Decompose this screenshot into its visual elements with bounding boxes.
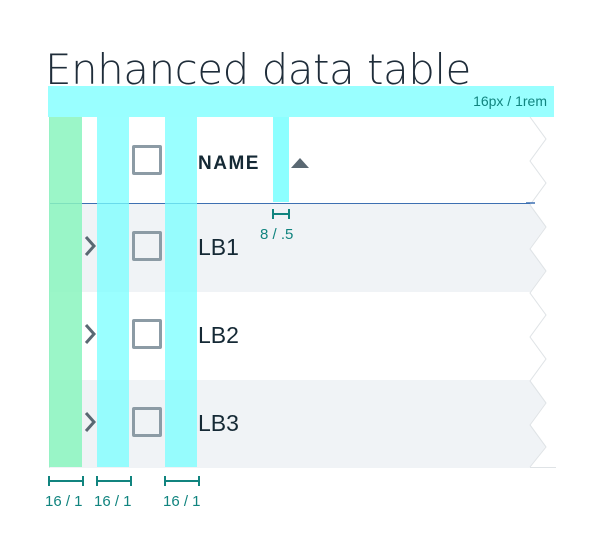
row-checkbox[interactable] (132, 407, 162, 437)
gutter-highlight-sort (273, 117, 289, 202)
row-name-cell: LB3 (198, 410, 239, 436)
row-name-cell: LB2 (198, 322, 239, 348)
column-header-name[interactable]: NAME (198, 153, 260, 174)
data-table: NAME LB1 LB2 LB3 (49, 117, 556, 468)
gutter-1-label: 16 / 1 (45, 493, 83, 510)
measure-gutter-2 (96, 476, 132, 486)
chevron-right-icon[interactable] (83, 234, 97, 258)
table-truncation-edge (526, 117, 547, 468)
diagram-title: Enhanced data table (45, 45, 471, 94)
row-checkbox[interactable] (132, 319, 162, 349)
gutter-highlight-chevron-checkbox (97, 117, 129, 467)
chevron-right-icon[interactable] (83, 322, 97, 346)
measure-sort-gap (272, 209, 290, 219)
chevron-right-icon[interactable] (83, 410, 97, 434)
sort-gap-label: 8 / .5 (260, 226, 294, 243)
measure-gutter-3 (164, 476, 200, 486)
table-row: LB3 (50, 380, 530, 468)
table-row: LB2 (50, 292, 530, 380)
select-all-checkbox[interactable] (132, 145, 162, 175)
row-name-cell: LB1 (198, 234, 239, 260)
sort-ascending-icon[interactable] (290, 157, 310, 169)
gutter-2-label: 16 / 1 (94, 493, 132, 510)
measure-gutter-1 (48, 476, 84, 486)
gutter-highlight-expand (49, 117, 82, 467)
top-padding-label: 16px / 1rem (473, 93, 547, 109)
gutter-3-label: 16 / 1 (163, 493, 201, 510)
gutter-highlight-checkbox-label (165, 117, 197, 467)
table-header-row: NAME (50, 117, 530, 204)
row-checkbox[interactable] (132, 231, 162, 261)
top-padding-highlight: 16px / 1rem (48, 86, 554, 117)
table-row: LB1 (50, 204, 530, 292)
